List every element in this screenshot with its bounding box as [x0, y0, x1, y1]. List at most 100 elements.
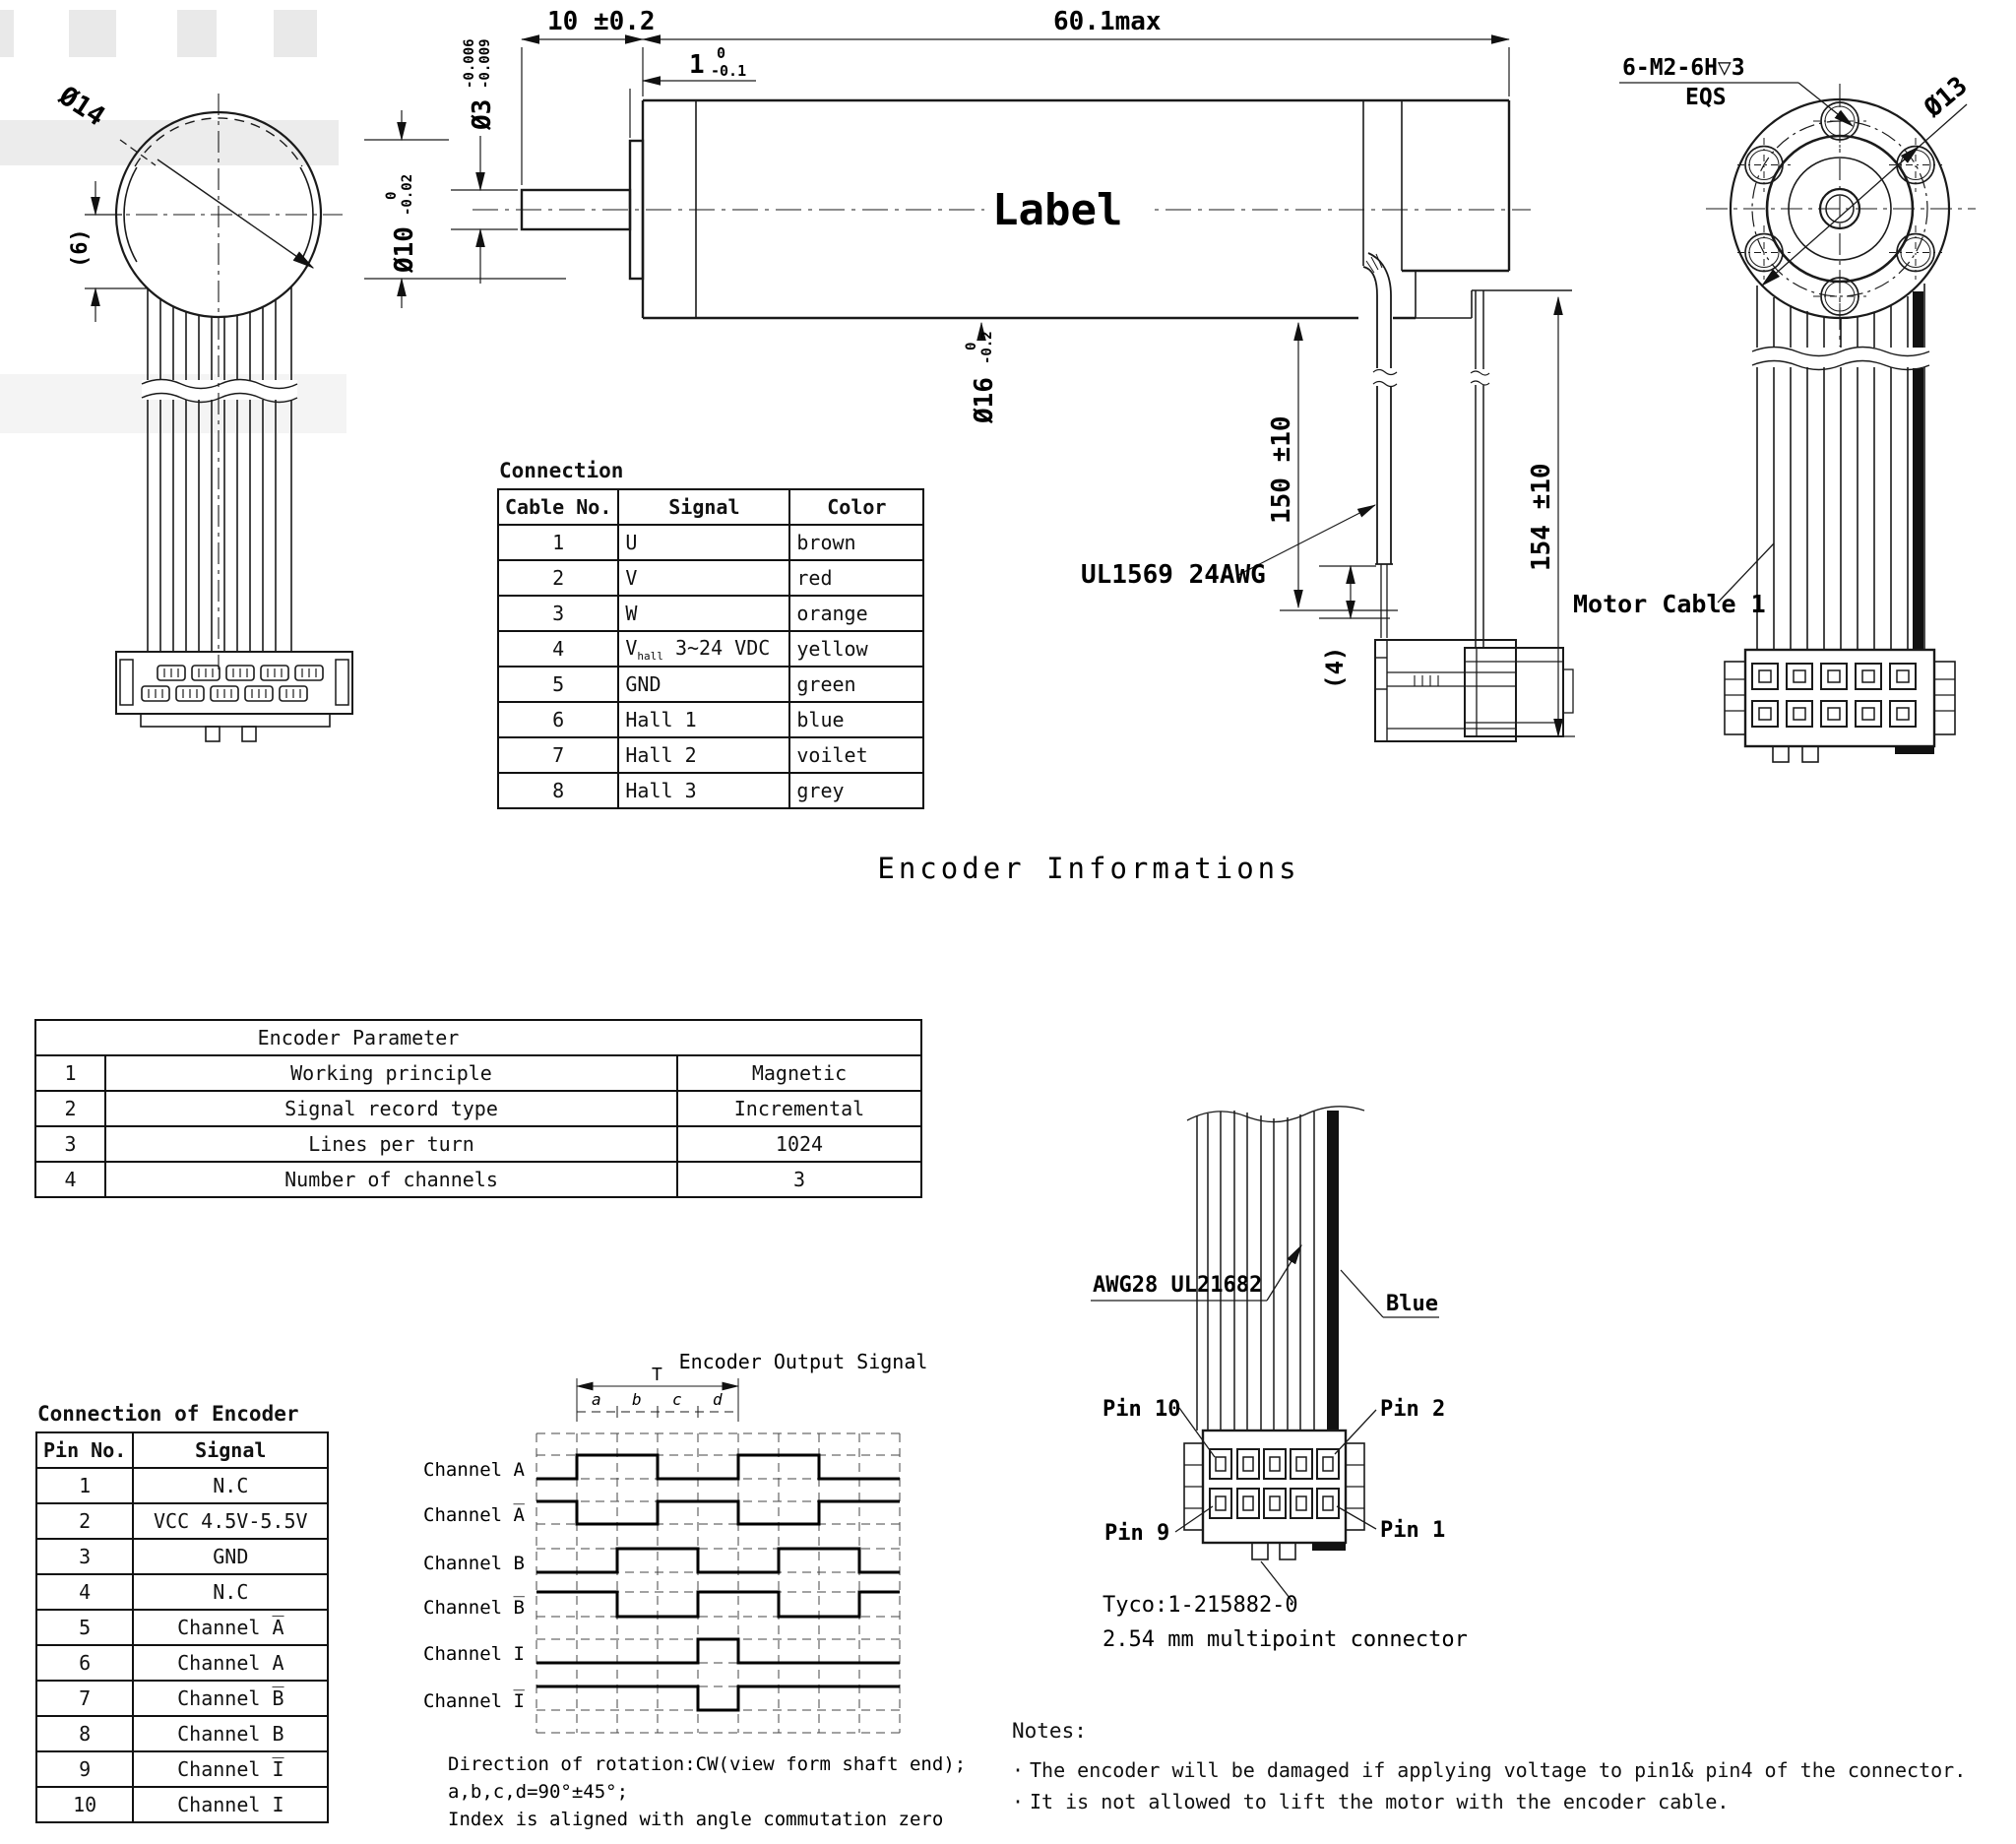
- table-cell: brown: [788, 524, 925, 561]
- page-title: Encoder Informations: [877, 852, 1299, 885]
- table-cell: Hall 2: [617, 736, 791, 774]
- table-cell: Working principle: [104, 1054, 678, 1092]
- table-cell: Channel B: [132, 1715, 330, 1752]
- front-view: Ø13 6-M2-6H▽3 EQS: [1573, 55, 1976, 763]
- table-cell: 1: [496, 524, 620, 561]
- table-cell: Channel B̅: [132, 1680, 330, 1717]
- table-cell: 2: [496, 559, 620, 597]
- table-cell: Channel I: [132, 1786, 330, 1823]
- table-cell: 3: [34, 1538, 135, 1575]
- table-cell: Hall 1: [617, 701, 791, 738]
- signal-1: [536, 1453, 900, 1481]
- table-header: Color: [788, 488, 925, 526]
- channel-label: Channel A̅: [423, 1503, 526, 1526]
- notes-block: Notes: ·The encoder will be damaged if a…: [1012, 1715, 2006, 1817]
- period-label: T: [652, 1365, 662, 1385]
- rear-view: Ø14 (6): [52, 80, 353, 742]
- dim-body-dia-tol-bot: -0.2: [979, 331, 995, 364]
- dim-body-dia: Ø16: [970, 377, 999, 424]
- motor-cable-1-label: Motor Cable 1: [1573, 590, 1766, 618]
- front-dia-label: Ø13: [1918, 71, 1973, 124]
- table-cell: Magnetic: [676, 1054, 922, 1092]
- connector-part-number: Tyco:1-215882-0: [1102, 1593, 1298, 1618]
- rear-connector: [115, 651, 353, 742]
- rear-height-label: (6): [68, 228, 93, 268]
- dim-shaft-length: 10 ±0.2: [547, 7, 656, 36]
- table-header: Signal: [617, 488, 791, 526]
- signal-2: [536, 1499, 900, 1526]
- table-cell: 1: [34, 1467, 135, 1504]
- encoder-connector-side: [1464, 647, 1574, 737]
- note-line: ·The encoder will be damaged if applying…: [1012, 1754, 2006, 1786]
- note-text: It is not allowed to lift the motor with…: [1030, 1790, 1730, 1813]
- table-cell: Hall 3: [617, 772, 791, 809]
- table-cell: GND: [617, 666, 791, 703]
- table-cell: blue: [788, 701, 925, 738]
- table-cell: Vhall 3~24 VDC: [617, 630, 791, 668]
- encoder-cable-detail: AWG28 UL21682 Blue Pin 10 Pin 2 Pin 9 Pi…: [1091, 1106, 1468, 1652]
- blue-wire-label: Blue: [1386, 1292, 1438, 1316]
- table-cell: N.C: [132, 1573, 330, 1611]
- table-cell: 7: [496, 736, 620, 774]
- table-cell: 4: [34, 1573, 135, 1611]
- table-cell: yellow: [788, 630, 925, 668]
- pin-1-label: Pin 1: [1380, 1518, 1445, 1543]
- table-cell: Channel A̅: [132, 1609, 330, 1646]
- signal-3: [536, 1547, 900, 1574]
- segment-a: a: [592, 1390, 601, 1409]
- rear-ribbon-cable: [141, 286, 298, 652]
- table-cell: VCC 4.5V-5.5V: [132, 1502, 330, 1540]
- table-cell: 2: [34, 1502, 135, 1540]
- table-cell: W: [617, 595, 791, 632]
- dim-hub-dia-tol-bot: -0.02: [400, 174, 415, 216]
- table-cell: 5: [34, 1609, 135, 1646]
- rear-connector-slots: [141, 665, 324, 702]
- table-cell: Channel I̅: [132, 1750, 330, 1788]
- table-cell: Encoder Parameter: [34, 1019, 922, 1056]
- channel-label: Channel B: [423, 1553, 525, 1574]
- front-connector: [1724, 648, 1956, 763]
- table-cell: 3: [496, 595, 620, 632]
- bullet-icon: ·: [1012, 1758, 1025, 1782]
- dim-hub-dia-tol-top: 0: [384, 192, 400, 200]
- table-cell: green: [788, 666, 925, 703]
- bolt-spec-line1: 6-M2-6H▽3: [1622, 55, 1745, 81]
- dim-shaft-dia-tol-top: -0.006: [462, 38, 477, 89]
- note-line: ·It is not allowed to lift the motor wit…: [1012, 1786, 2006, 1817]
- waveform-title: Encoder Output Signal: [679, 1350, 928, 1373]
- table-cell: 6: [34, 1644, 135, 1682]
- dim-hub-dia: Ø10: [390, 226, 419, 274]
- dim-total-length: 154 ±10: [1527, 463, 1556, 571]
- signal-6: [536, 1685, 900, 1712]
- table-cell: 3: [34, 1125, 106, 1163]
- rear-height-dim: [85, 181, 148, 322]
- connector-description: 2.54 mm multipoint connector: [1102, 1627, 1468, 1652]
- table-cell: 1024: [676, 1125, 922, 1163]
- table-cell: red: [788, 559, 925, 597]
- table-title: Connection: [499, 459, 624, 482]
- dim-cable-length: 150 ±10: [1267, 415, 1296, 524]
- table-cell: 4: [34, 1161, 106, 1198]
- table-cell: 8: [496, 772, 620, 809]
- table-cell: 3: [676, 1161, 922, 1198]
- dim-lines: [364, 34, 1575, 738]
- segment-b: b: [632, 1390, 642, 1409]
- table-title: Connection of Encoder: [37, 1402, 299, 1426]
- note-text: The encoder will be damaged if applying …: [1030, 1758, 1967, 1782]
- waveform-annotations: Encoder Output Signal T a b c d Directio…: [448, 1350, 966, 1830]
